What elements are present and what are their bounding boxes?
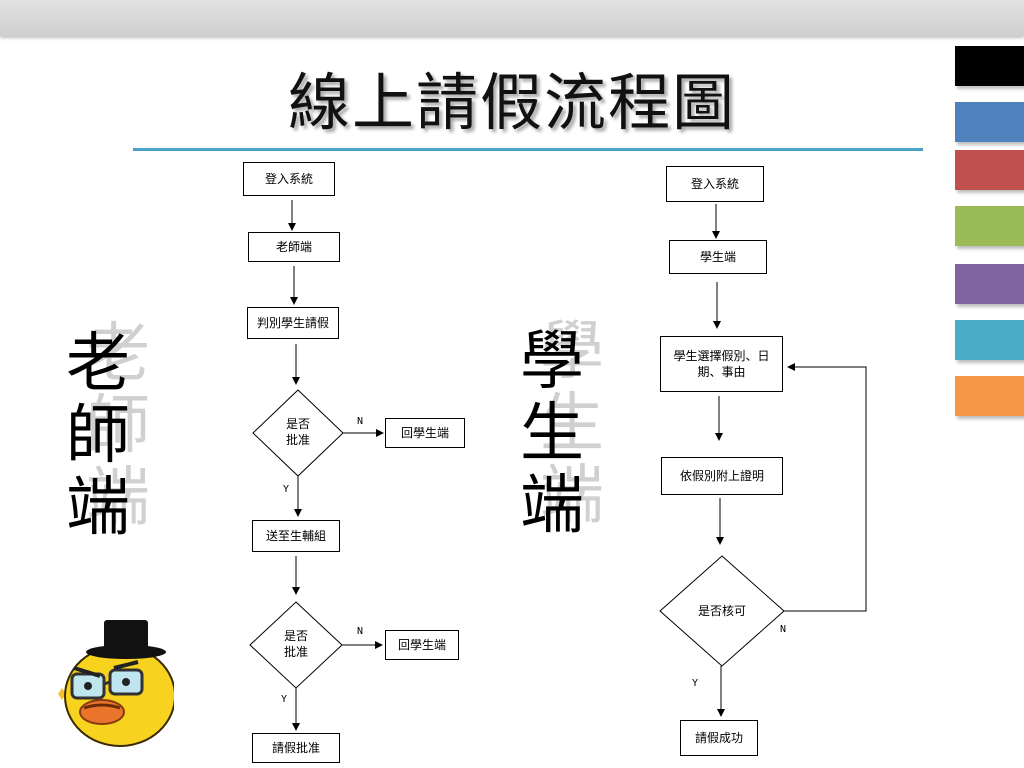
student-role-box: 學生端 [669, 240, 767, 274]
teacher-label-char: 師 [66, 399, 130, 473]
teacher-label-shadow: 老 師 端 [86, 317, 150, 535]
student-select-box: 學生選擇假別、日 期、事由 [660, 336, 783, 392]
swatch-red [955, 150, 1024, 190]
teacher-approved-box: 請假批准 [252, 733, 340, 763]
decision1-text: 是否 批准 [285, 417, 310, 447]
top-bar [0, 0, 1024, 36]
student-label-char: 學 [520, 325, 584, 399]
decision1-no-label: N [357, 416, 364, 427]
student-decision-diamond [659, 555, 785, 667]
swatch-black [955, 46, 1024, 86]
teacher-review-box: 判別學生請假 [247, 307, 339, 339]
title-underline [133, 148, 923, 151]
student-login-box: 登入系統 [666, 166, 764, 202]
student-label-char: 生 [520, 397, 584, 471]
swatch-green [955, 206, 1024, 246]
swatch-orange [955, 376, 1024, 416]
duck-mascot-icon [58, 620, 174, 747]
student-decision-text: 是否核可 [697, 604, 746, 618]
arrow-decision-loop-back [784, 363, 867, 612]
student-label-char: 端 [520, 469, 584, 543]
teacher-label-char: 老 [66, 327, 130, 401]
student-decision-no-label: N [780, 624, 787, 635]
teacher-reject1-box: 回學生端 [385, 418, 465, 448]
decision2-no-label: N [357, 626, 364, 637]
student-decision-yes-label: Y [692, 678, 699, 689]
teacher-forward-box: 送至生輔組 [252, 520, 340, 552]
slide-title: 線上請假流程圖 [287, 66, 736, 139]
teacher-side-label: 老 師 端 [58, 328, 138, 544]
student-label-shadow: 學 生 端 [540, 315, 604, 533]
teacher-role-box: 老師端 [248, 232, 340, 262]
decision1-yes-label: Y [283, 484, 290, 495]
swatch-cyan [955, 320, 1024, 360]
student-attach-box: 依假別附上證明 [661, 457, 783, 495]
decision2-text: 是否 批准 [283, 629, 308, 659]
student-side-label: 學 生 端 [512, 326, 592, 542]
student-success-box: 請假成功 [680, 720, 758, 756]
teacher-label-char: 端 [66, 471, 130, 545]
teacher-reject2-box: 回學生端 [385, 630, 459, 660]
decision2-yes-label: Y [281, 694, 288, 705]
teacher-login-box: 登入系統 [243, 162, 335, 196]
swatch-purple [955, 264, 1024, 304]
swatch-blue [955, 102, 1024, 142]
